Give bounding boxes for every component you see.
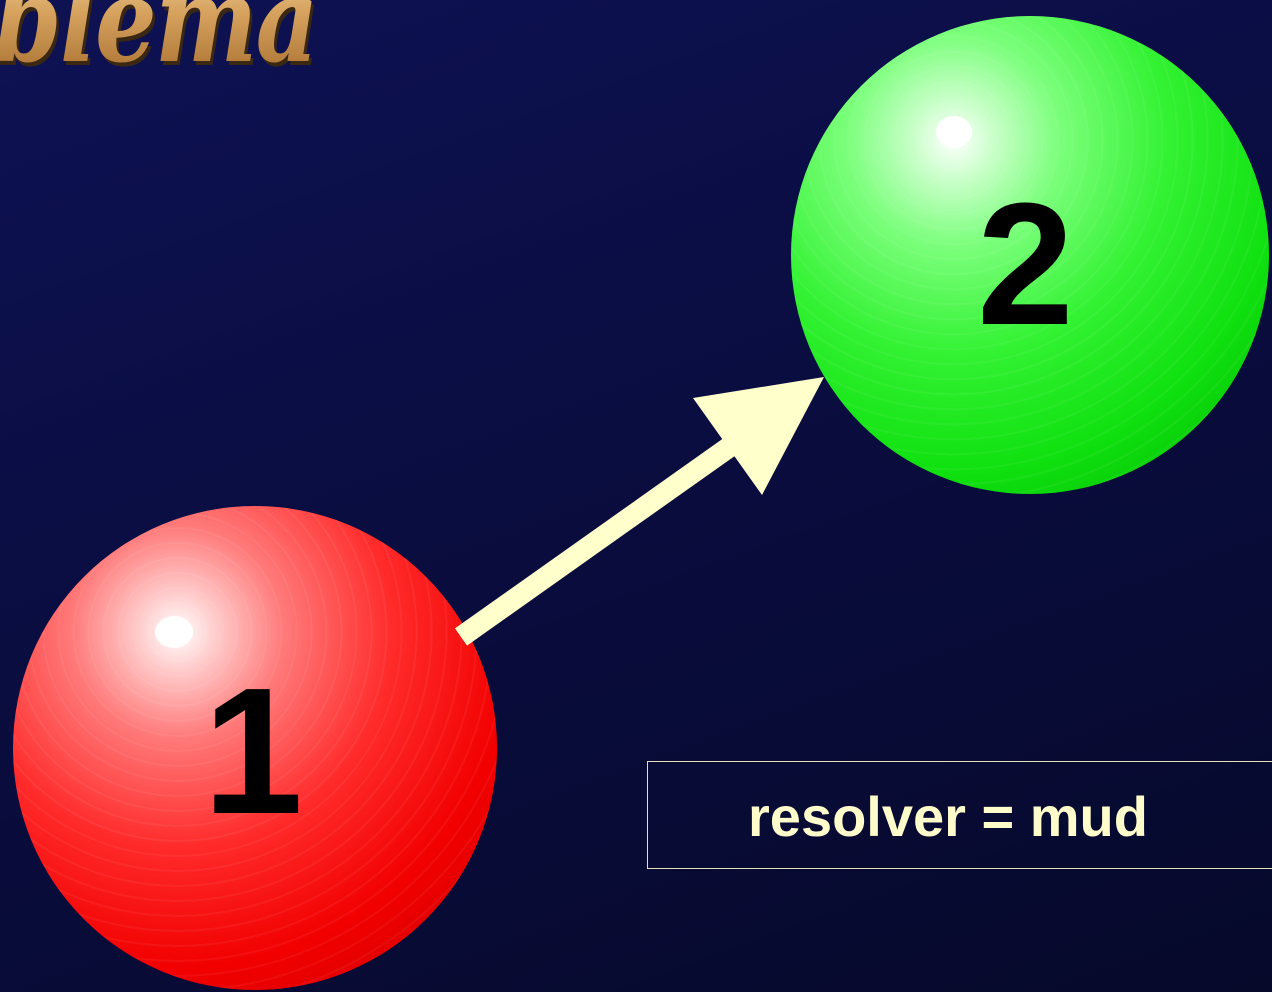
- red-ball-label: 1: [203, 651, 304, 852]
- formula-box: resolver = mud: [647, 761, 1272, 869]
- arrow-shaft: [454, 429, 749, 646]
- title-wordart: blema: [0, 0, 319, 89]
- formula-text: resolver = mud: [748, 785, 1148, 848]
- green-ball-label: 2: [977, 166, 1074, 361]
- red-ball-highlight: [155, 616, 193, 648]
- red-ball: 1: [13, 506, 497, 990]
- arrow-head: [693, 377, 824, 495]
- green-ball: 2: [791, 16, 1269, 494]
- green-ball-highlight: [936, 116, 972, 148]
